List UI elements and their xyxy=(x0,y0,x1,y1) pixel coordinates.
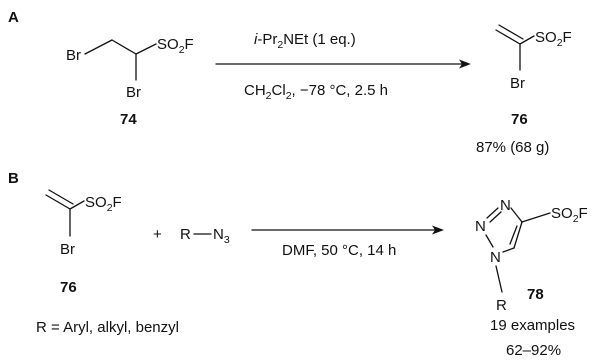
bond xyxy=(510,207,523,223)
triazole-n-top: N xyxy=(500,197,511,214)
compound-number-74: 74 xyxy=(120,111,137,128)
azide-r: R xyxy=(180,226,191,243)
product-76-br: Br xyxy=(510,75,525,92)
bond xyxy=(485,234,494,248)
arrow-head xyxy=(432,225,444,235)
reactant-76-so2f: SO2F xyxy=(85,194,122,214)
panel-label-a: A xyxy=(8,9,19,26)
bond xyxy=(509,225,518,245)
conditions-a-below: CH2Cl2, −78 °C, 2.5 h xyxy=(244,82,388,102)
bond xyxy=(502,247,515,253)
compound-number-76-b: 76 xyxy=(60,279,77,296)
bond xyxy=(489,211,502,223)
bond xyxy=(498,24,524,40)
product-76-structure: SO2F Br xyxy=(495,24,572,92)
reaction-arrow-a xyxy=(215,59,471,69)
yield-range-78: 62–92% xyxy=(506,342,561,359)
bond xyxy=(111,39,137,55)
bond xyxy=(48,189,74,205)
compound-number-78: 78 xyxy=(527,286,544,303)
azide-structure: R N3 xyxy=(180,226,230,246)
bond xyxy=(513,221,523,249)
yield-76: 87% (68 g) xyxy=(476,139,549,156)
reactant-76-br: Br xyxy=(60,241,75,258)
reactant-76-structure: SO2F Br xyxy=(45,189,122,258)
bond xyxy=(45,194,71,210)
reactant-74-so2f: SO2F xyxy=(157,36,194,56)
product-76-so2f: SO2F xyxy=(535,29,572,49)
bond xyxy=(69,200,85,210)
azide-n3: N3 xyxy=(213,226,230,246)
triazole-n-bottom: N xyxy=(490,249,501,266)
reactant-74-br-left: Br xyxy=(66,47,81,64)
panel-label-b: B xyxy=(8,170,19,187)
r-group-definition: R = Aryl, alkyl, benzyl xyxy=(36,319,179,336)
bond xyxy=(486,207,499,219)
bond xyxy=(84,39,113,55)
bond xyxy=(519,35,535,45)
bond xyxy=(135,43,157,55)
bond xyxy=(495,29,521,45)
reactant-74-structure: Br SO2F Br xyxy=(66,36,194,101)
triazole-n-left: N xyxy=(475,218,486,235)
arrow-head xyxy=(459,59,471,69)
examples-count: 19 examples xyxy=(490,317,575,334)
plus-sign: + xyxy=(153,226,162,243)
product-78-so2f: SO2F xyxy=(551,205,588,225)
conditions-a-above: i-Pr2NEt (1 eq.) xyxy=(254,31,356,51)
bond xyxy=(521,212,551,223)
reactant-74-br-bottom: Br xyxy=(126,84,141,101)
conditions-b: DMF, 50 °C, 14 h xyxy=(282,242,396,259)
reaction-arrow-b xyxy=(251,225,444,235)
product-78-structure: N N N SO2F R xyxy=(475,197,588,314)
product-78-r: R xyxy=(496,297,507,314)
bond xyxy=(495,265,503,293)
compound-number-76-a: 76 xyxy=(511,111,528,128)
